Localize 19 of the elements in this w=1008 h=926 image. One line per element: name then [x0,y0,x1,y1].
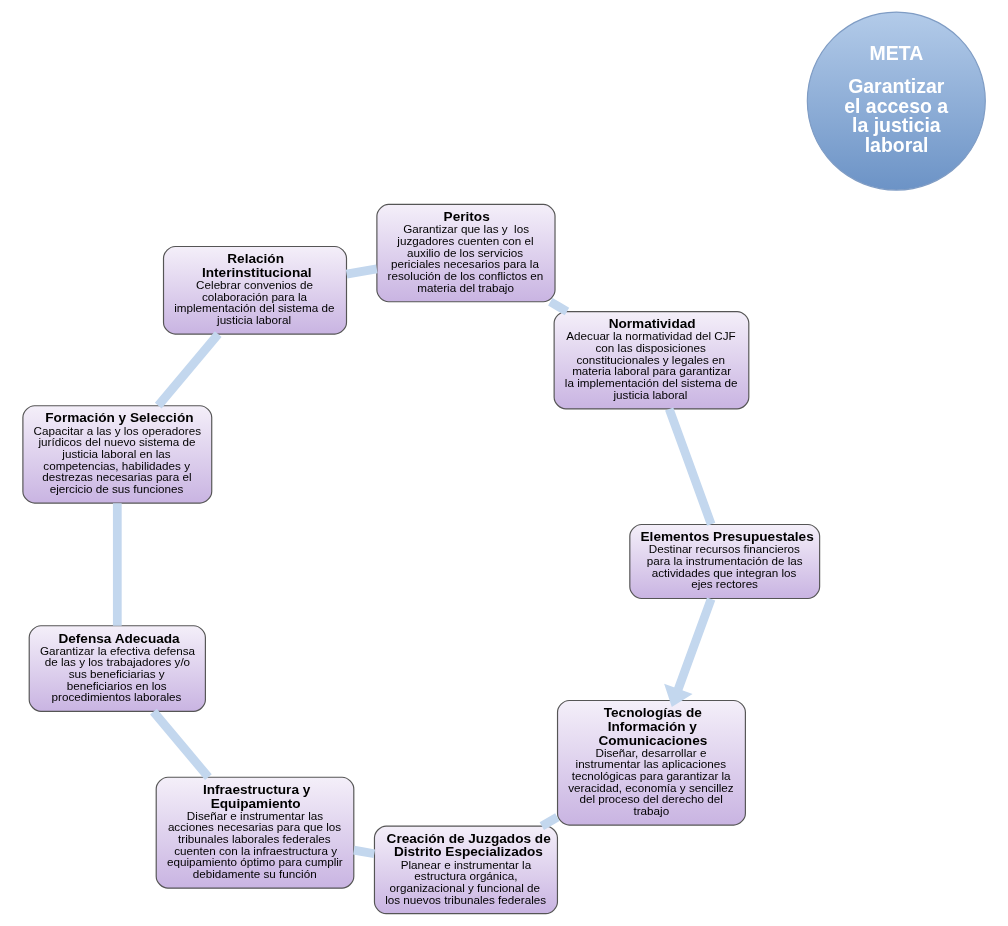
node-box: Peritos Garantizar que las y los juzgadores cuenten con el auxilio de los servicios periciales necesarios para la resolución de los conflictos en materia del trabajo [376,203,556,303]
node-box: Tecnologías de Información y Comunicaciones Diseñar, desarrollar e instrumentar las aplicaciones tecnológicas para garantizar la veracidad, economía y sencillez del proceso del derecho del trabajo [556,699,746,826]
connector [154,331,222,409]
node-circle: META Garantizar el acceso a la justicia laboral [806,11,986,191]
connector [353,845,376,859]
connector [539,813,560,830]
node-box: Formación y Selección Capacitar a las y los operadores jurídicos del nuevo sistema de justicia laboral en las competencias, habilidades y destrezas necesarias para el ejercicio de sus funciones [22,405,213,504]
node-box: Relación Interinstitucional Celebrar convenios de colaboración para la implementación del sistema de justicia laboral [162,245,348,335]
connector [345,264,378,279]
node-box: Normatividad Adecuar la normatividad del CJF con las disposiciones constitucionales y legales en materia laboral para garantizar la implementación del sistema de justicia laboral [553,310,750,410]
connector [665,407,716,526]
connector [112,503,122,626]
node-box: Defensa Adecuada Garantizar la efectiva defensa de las y los trabajadores y/o sus beneficiarias y beneficiarios en los procedimientos laborales [28,625,206,713]
node-box: Creación de Juzgados de Distrito Especializados Planear e instrumentar la estructura orgánica, organizacional y funcional de los nuevos tribunales federales [373,825,559,915]
connector [548,298,570,316]
node-box: Elementos Presupuestales Destinar recursos financieros para la instrumentación de las actividades que integran los ejes rectores [629,523,821,600]
connector [150,708,212,780]
node-box: Infraestructura y Equipamiento Diseñar e instrumentar las acciones necesarias para que los tribunales laborales federales cuenten con la infraestructura y equipamiento óptimo para cumplir debidamente su función [155,776,355,889]
arrow [664,597,716,707]
